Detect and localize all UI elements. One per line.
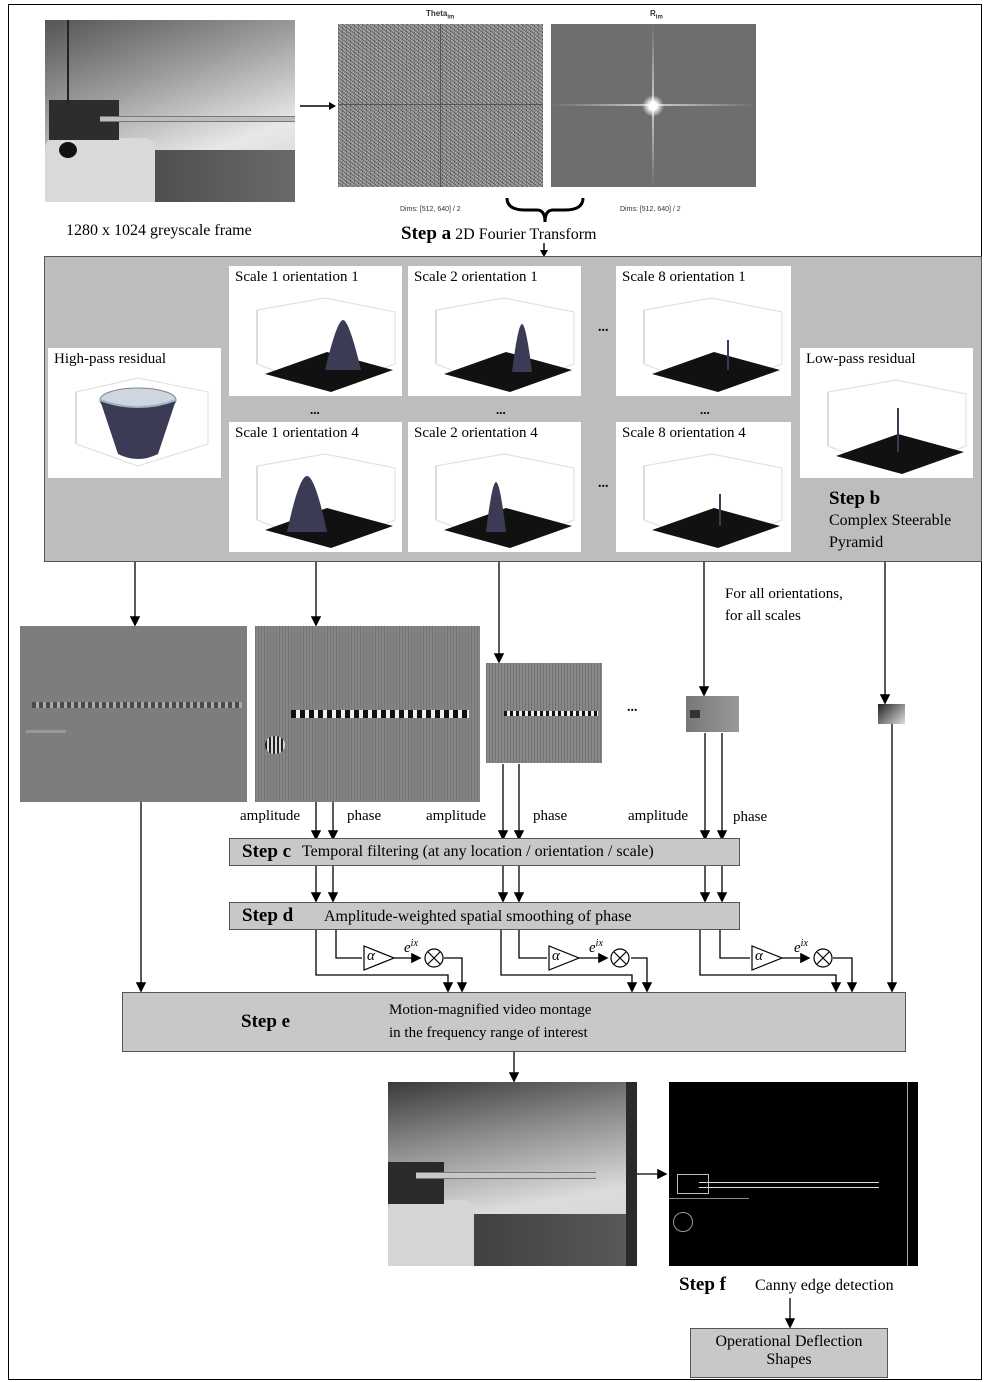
exp-base-1: e (404, 940, 411, 956)
all-orientations-line2: for all scales (725, 608, 801, 624)
exp-power-1: ix (410, 938, 418, 949)
scale2-orient4-card: Scale 2 orientation 4 (408, 422, 581, 552)
highpass-card: High-pass residual (48, 348, 221, 478)
exp-base-2: e (589, 940, 596, 956)
r-title: Rim (650, 9, 663, 21)
highpass-label: High-pass residual (54, 351, 167, 367)
amplitude-label-1: amplitude (240, 808, 300, 824)
r-magnitude-image (551, 24, 756, 187)
step-f-label: Step f (679, 1274, 726, 1295)
exp-label-1: eix (404, 938, 418, 957)
amplitude-label-2: amplitude (426, 808, 486, 824)
step-d-text: Amplitude-weighted spatial smoothing of … (324, 908, 632, 925)
arrow-frame-to-fft (300, 102, 336, 110)
scale2-orient1-plot (435, 297, 575, 392)
step-a-caption: Step a 2D Fourier Transform (401, 223, 597, 245)
step-e-label: Step e (241, 1011, 291, 1032)
alpha-label-2: α (552, 948, 560, 964)
exp-label-2: eix (589, 938, 603, 957)
scale1-orient4-plot (256, 453, 396, 548)
step-f-text: Canny edge detection (755, 1277, 894, 1294)
scale8-orient4-label: Scale 8 orientation 4 (622, 425, 746, 441)
ellipsis-row2: ... (598, 476, 609, 491)
ellipsis-row1: ... (598, 320, 609, 335)
ods-box: Operational Deflection Shapes (690, 1328, 888, 1378)
step-d-box: Step d Amplitude-weighted spatial smooth… (229, 902, 740, 930)
scale8-subband-frame (686, 696, 739, 732)
r-title-text: R (650, 9, 656, 18)
alpha-label-3: α (755, 948, 763, 964)
scale2-orient4-label: Scale 2 orientation 4 (414, 425, 538, 441)
phase-label-3: phase (733, 809, 768, 825)
ellipsis-col1: ... (310, 402, 320, 417)
step-c-box: Step c Temporal filtering (at any locati… (229, 838, 740, 866)
ods-line1: Operational Deflection (715, 1333, 863, 1350)
greyscale-frame-image (45, 20, 295, 202)
step-e-box: Step e Motion-magnified video montage in… (122, 992, 906, 1052)
outer-frame (8, 4, 982, 1380)
step-e-text-2: in the frequency range of interest (389, 1025, 588, 1041)
scale2-orient1-card: Scale 2 orientation 1 (408, 266, 581, 396)
lowpass-label: Low-pass residual (806, 351, 916, 367)
step-d-label: Step d (242, 905, 294, 926)
theta-title-text: Theta (426, 9, 448, 18)
scale1-subband-frame (255, 626, 480, 802)
step-b-label: Step b (829, 488, 881, 509)
exp-base-3: e (794, 940, 801, 956)
curly-brace (505, 197, 585, 223)
theta-phase-image (338, 24, 543, 187)
scale8-orient4-card: Scale 8 orientation 4 (616, 422, 791, 552)
step-a-text: 2D Fourier Transform (455, 226, 597, 243)
exp-label-3: eix (794, 938, 808, 957)
scale8-orient1-plot (643, 297, 783, 392)
theta-title-subscript: im (447, 14, 455, 21)
highpass-subband-frame (20, 626, 247, 802)
lowpass-subband-frame (878, 704, 905, 724)
all-orientations-line1: For all orientations, (725, 586, 843, 602)
ods-line2: Shapes (766, 1351, 812, 1368)
r-title-subscript: im (655, 14, 663, 21)
scale1-orient4-card: Scale 1 orientation 4 (229, 422, 402, 552)
phase-label-2: phase (533, 808, 568, 824)
scale1-orient1-label: Scale 1 orientation 1 (235, 269, 359, 285)
frame-caption: 1280 x 1024 greyscale frame (66, 222, 252, 239)
scale8-orient4-plot (643, 453, 783, 548)
step-b-text-1: Complex Steerable (829, 512, 952, 529)
dims-right: Dims: [512, 640] / 2 (620, 206, 681, 213)
scale8-orient1-card: Scale 8 orientation 1 (616, 266, 791, 396)
ellipsis-subbands: ... (627, 700, 638, 715)
amplifier-triangle-1 (363, 945, 396, 971)
amplifier-triangle-3 (751, 945, 784, 971)
step-c-label: Step c (242, 841, 292, 862)
step-e-text-1: Motion-magnified video montage (389, 1002, 592, 1018)
ellipsis-col2: ... (496, 402, 506, 417)
scale2-orient1-label: Scale 2 orientation 1 (414, 269, 538, 285)
step-a-label: Step a (401, 223, 452, 244)
magnified-frame-image (388, 1082, 637, 1266)
scale1-orient1-plot (256, 297, 396, 392)
exp-power-2: ix (595, 938, 603, 949)
scale1-orient1-card: Scale 1 orientation 1 (229, 266, 402, 396)
canny-edge-image (669, 1082, 918, 1266)
exp-power-3: ix (800, 938, 808, 949)
amplitude-label-3: amplitude (628, 808, 688, 824)
amplifier-triangle-2 (548, 945, 581, 971)
step-c-text: Temporal filtering (at any location / or… (302, 843, 654, 860)
phase-label-1: phase (347, 808, 382, 824)
theta-title: Thetaim (426, 9, 454, 21)
step-b-text-2: Pyramid (829, 534, 884, 551)
ellipsis-col3: ... (700, 402, 710, 417)
scale1-orient4-label: Scale 1 orientation 4 (235, 425, 359, 441)
scale2-orient4-plot (435, 453, 575, 548)
scale2-subband-frame (486, 663, 602, 763)
lowpass-plot (827, 379, 967, 474)
highpass-plot (75, 377, 209, 467)
alpha-label-1: α (367, 948, 375, 964)
lowpass-card: Low-pass residual (800, 348, 973, 478)
dims-left: Dims: [512, 640] / 2 (400, 206, 461, 213)
scale8-orient1-label: Scale 8 orientation 1 (622, 269, 746, 285)
arrow-a-to-b (540, 243, 548, 257)
